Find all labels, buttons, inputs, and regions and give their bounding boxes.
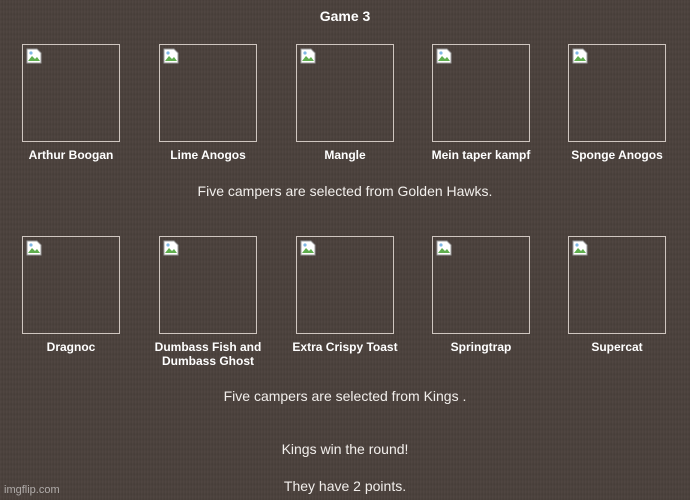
camper-card: Supercat	[557, 236, 677, 354]
camper-image	[22, 44, 120, 142]
camper-card: Mein taper kampf	[421, 44, 541, 162]
camper-card: Lime Anogos	[148, 44, 268, 162]
camper-name: Mein taper kampf	[431, 148, 531, 162]
camper-image	[432, 44, 530, 142]
camper-card: Dumbass Fish and Dumbass Ghost	[148, 236, 268, 368]
camper-name: Supercat	[591, 340, 643, 354]
broken-image-icon	[163, 48, 179, 64]
camper-image	[432, 236, 530, 334]
camper-name: Springtrap	[450, 340, 512, 354]
camper-name: Extra Crispy Toast	[292, 340, 398, 354]
camper-card: Sponge Anogos	[557, 44, 677, 162]
selection-caption-golden-hawks: Five campers are selected from Golden Ha…	[197, 183, 493, 199]
broken-image-icon	[26, 240, 42, 256]
points-summary: They have 2 points.	[283, 478, 407, 494]
camper-image	[296, 236, 394, 334]
camper-name: Dumbass Fish and Dumbass Ghost	[154, 340, 262, 368]
camper-image	[22, 236, 120, 334]
camper-image	[159, 44, 257, 142]
camper-image	[568, 44, 666, 142]
camper-name: Arthur Boogan	[28, 148, 114, 162]
broken-image-icon	[163, 240, 179, 256]
camper-card: Mangle	[285, 44, 405, 162]
camper-card: Arthur Boogan	[11, 44, 131, 162]
camper-name: Dragnoc	[46, 340, 96, 354]
broken-image-icon	[26, 48, 42, 64]
broken-image-icon	[436, 48, 452, 64]
camper-image	[159, 236, 257, 334]
camper-name: Mangle	[324, 148, 366, 162]
camper-name: Sponge Anogos	[571, 148, 663, 162]
broken-image-icon	[300, 48, 316, 64]
selection-caption-kings: Five campers are selected from Kings .	[223, 388, 467, 404]
broken-image-icon	[436, 240, 452, 256]
game-title: Game 3	[319, 8, 371, 24]
camper-image	[296, 44, 394, 142]
broken-image-icon	[300, 240, 316, 256]
broken-image-icon	[572, 240, 588, 256]
camper-card: Dragnoc	[11, 236, 131, 354]
round-result: Kings win the round!	[281, 441, 409, 457]
imgflip-watermark: imgflip.com	[4, 484, 60, 496]
camper-card: Extra Crispy Toast	[285, 236, 405, 354]
camper-image	[568, 236, 666, 334]
camper-name: Lime Anogos	[170, 148, 246, 162]
camper-card: Springtrap	[421, 236, 541, 354]
broken-image-icon	[572, 48, 588, 64]
